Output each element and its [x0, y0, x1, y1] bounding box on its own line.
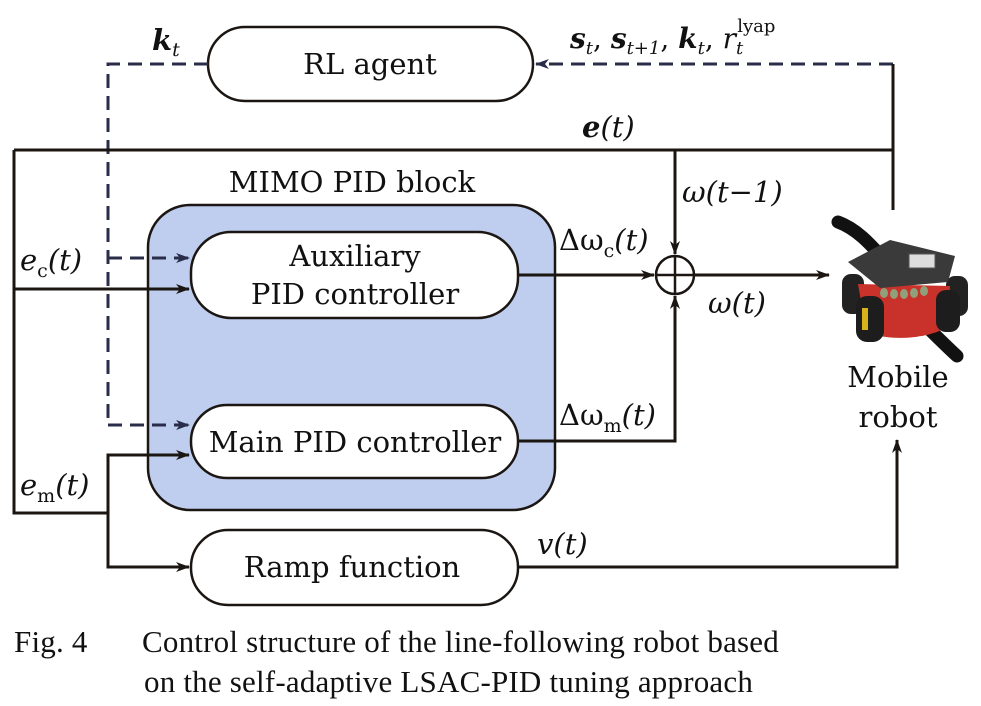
signal-label-v-t: v(t) [537, 527, 588, 561]
signal-label-e-t: e(t) [582, 110, 635, 144]
signal-label-omega-t: ω(t) [708, 286, 766, 320]
auxiliary-pid-label-line2: PID controller [251, 277, 460, 311]
signal-label-rl-feedback: st, st+1, kt, rtlyap [569, 16, 775, 59]
auxiliary-pid-label-line1: Auxiliary [288, 239, 421, 273]
caption-line-1: Control structure of the line-following … [142, 624, 779, 659]
summation-junction [654, 254, 696, 296]
mobile-robot-image [831, 215, 968, 363]
figure-number: Fig. 4 [14, 624, 88, 659]
signal-lines [12, 64, 902, 572]
signal-label-k-t: kt [152, 23, 180, 61]
signal-label-e-m: em(t) [20, 468, 90, 507]
main-pid-label: Main PID controller [209, 425, 502, 459]
mobile-robot-label-line1: Mobile [847, 360, 948, 394]
rl-agent-label: RL agent [303, 47, 437, 81]
signal-label-delta-omega-c: Δωc(t) [559, 223, 649, 262]
feedback-dashed-line [106, 59, 893, 430]
figure-caption: Fig. 4 Control structure of the line-foll… [14, 622, 779, 702]
signal-label-delta-omega-m: Δωm(t) [559, 398, 656, 437]
signal-label-omega-prev: ω(t−1) [682, 175, 783, 209]
mobile-robot-label-line2: robot [859, 400, 938, 434]
ramp-function-label: Ramp function [244, 550, 460, 584]
caption-line-2: on the self-adaptive LSAC-PID tuning app… [144, 664, 754, 699]
signal-label-e-c: ec(t) [20, 243, 82, 282]
mimo-pid-block-title: MIMO PID block [229, 165, 476, 199]
